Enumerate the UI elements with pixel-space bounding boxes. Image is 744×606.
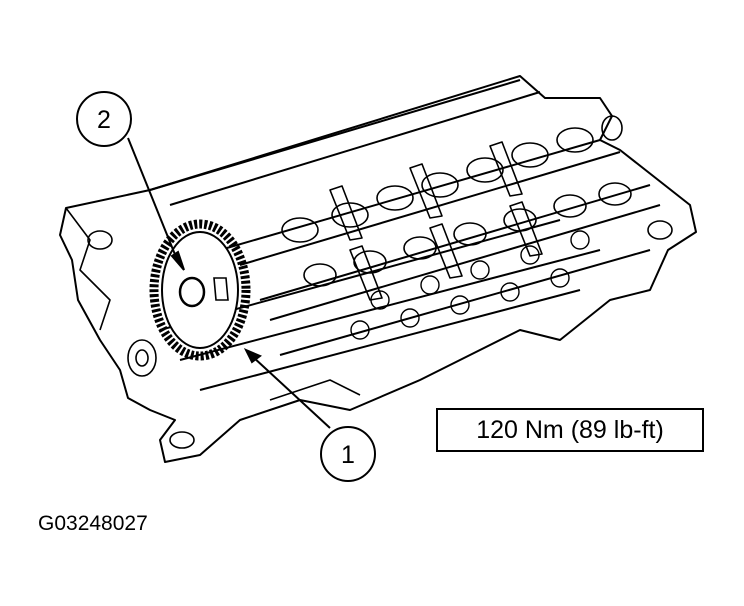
camshaft-sprocket: [149, 219, 251, 361]
callout-2-label: 2: [97, 106, 111, 134]
callout-1: 1: [320, 426, 376, 482]
cylinder-head-illustration: [59, 75, 697, 463]
torque-spec-box: 120 Nm (89 lb-ft): [436, 408, 704, 452]
figure-id: G03248027: [38, 512, 148, 535]
leader-lines: [127, 137, 331, 429]
callout-1-label: 1: [341, 441, 355, 469]
torque-spec-text: 120 Nm (89 lb-ft): [476, 415, 664, 444]
callout-2: 2: [76, 91, 132, 147]
